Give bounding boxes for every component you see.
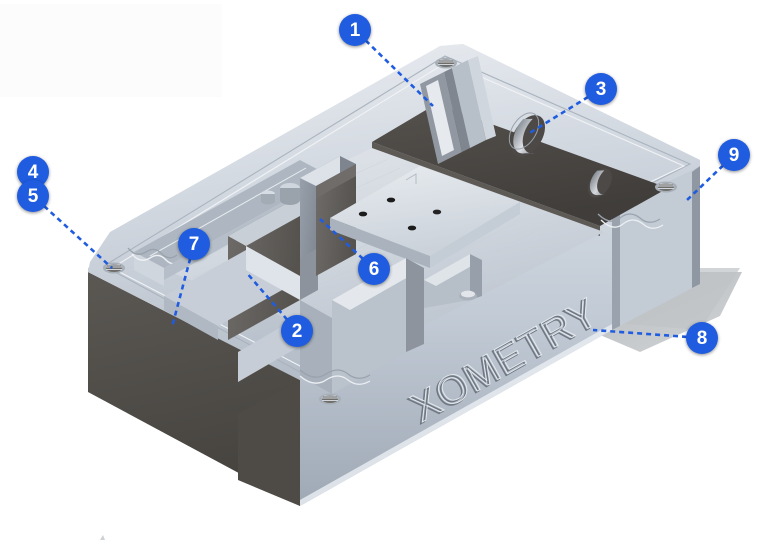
gasket-groove bbox=[299, 213, 664, 385]
corner-threaded-holes bbox=[103, 57, 677, 405]
callout-balloon-5[interactable]: 5 bbox=[17, 180, 49, 212]
threaded-hole-bottom bbox=[319, 393, 341, 405]
callout-balloon-9[interactable]: 9 bbox=[718, 139, 750, 171]
threaded-hole-top bbox=[435, 57, 457, 69]
callout-balloon-8[interactable]: 8 bbox=[686, 322, 718, 354]
background-tint-rect bbox=[0, 4, 222, 97]
threaded-hole-left bbox=[103, 262, 125, 274]
callout-balloon-2[interactable]: 2 bbox=[281, 315, 313, 347]
callout-balloon-1[interactable]: 1 bbox=[339, 14, 371, 46]
artifact-speck bbox=[100, 535, 105, 540]
callout-balloon-7[interactable]: 7 bbox=[178, 228, 210, 260]
callout-balloon-3[interactable]: 3 bbox=[585, 73, 617, 105]
callout-balloon-6[interactable]: 6 bbox=[358, 253, 390, 285]
threaded-hole-right bbox=[655, 181, 677, 193]
wall-slot-small bbox=[588, 168, 612, 198]
